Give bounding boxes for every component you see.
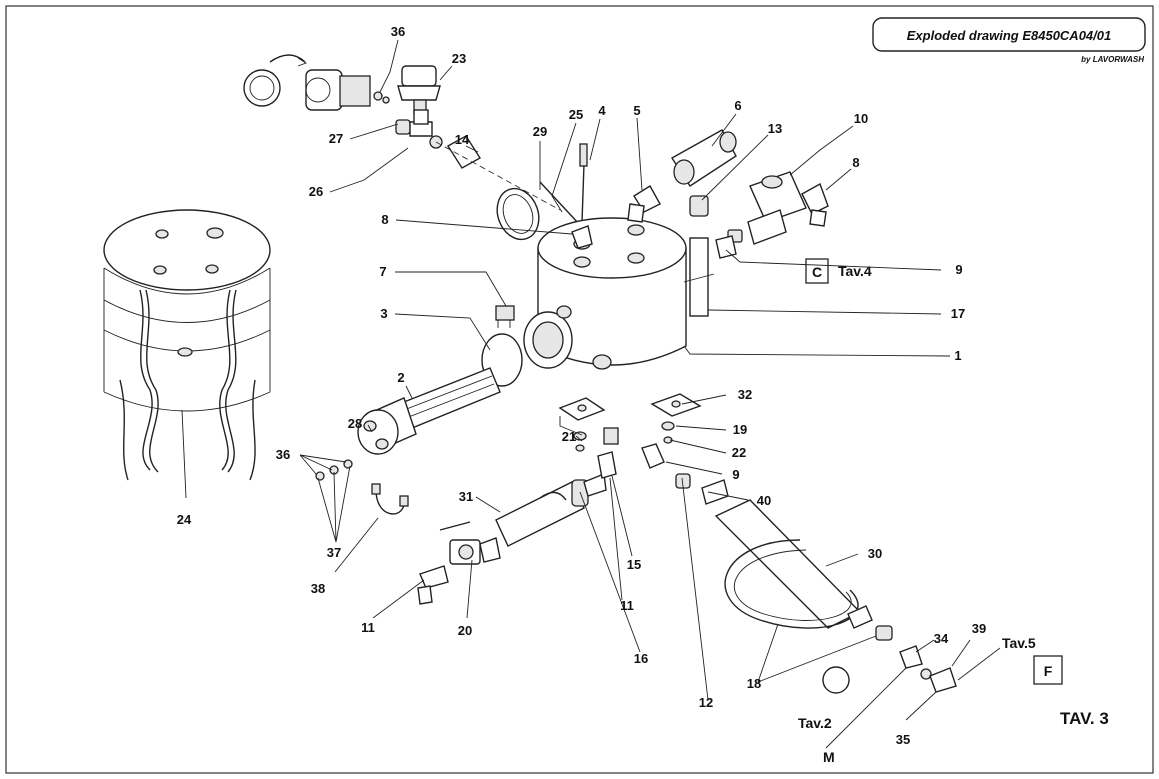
part-8-elbow [801, 182, 829, 227]
part-32-plate [650, 393, 702, 444]
callout-9-upper: 9 [955, 262, 962, 277]
callout-27: 27 [329, 131, 343, 146]
callout-21: 21 [562, 429, 576, 444]
callout-38: 38 [311, 581, 325, 596]
callout-36: 36 [391, 24, 405, 39]
callout-32: 32 [738, 387, 752, 402]
callout-8-upper: 8 [852, 155, 859, 170]
callout-17: 17 [951, 306, 965, 321]
callout-22: 22 [732, 445, 746, 460]
part-24-basket [103, 209, 271, 481]
part-6-valve [671, 129, 737, 187]
drawing-title: Exploded drawing E8450CA04/01 [907, 28, 1111, 43]
gauge-assembly [243, 54, 561, 211]
callout-30: 30 [868, 546, 882, 561]
callout-28: 28 [348, 416, 362, 431]
part-7-bracket [495, 305, 515, 328]
callout-10: 10 [854, 111, 868, 126]
callout-2: 2 [397, 370, 404, 385]
callout-15: 15 [627, 557, 641, 572]
callout-39: 39 [972, 621, 986, 636]
title-box [872, 17, 1146, 52]
callout-29: 29 [533, 124, 547, 139]
part-10-solenoid [715, 171, 807, 259]
callout-24: 24 [177, 512, 192, 527]
callout-numbers: 36 23 4 5 6 13 10 8 27 14 29 25 26 8 9 7… [177, 24, 986, 747]
ref-tav2: Tav.2 [798, 715, 832, 731]
callout-11-left: 11 [361, 620, 375, 635]
part-11-fitting [417, 565, 449, 605]
part-21-plate [558, 397, 606, 452]
callout-37: 37 [327, 545, 341, 560]
part-ball [822, 666, 850, 694]
ref-box-c-label: C [812, 264, 822, 280]
callout-26: 26 [309, 184, 323, 199]
part-20-valve [439, 521, 501, 565]
callout-40: 40 [757, 493, 771, 508]
callout-8-lower: 8 [381, 212, 388, 227]
title-block: Exploded drawing E8450CA04/01 by LAVORWA… [872, 17, 1146, 64]
leader-lines [181, 39, 1001, 749]
callout-12: 12 [699, 695, 713, 710]
callout-13: 13 [768, 121, 782, 136]
callout-3: 3 [380, 306, 387, 321]
boiler-body [523, 217, 687, 370]
callout-9-lower: 9 [732, 467, 739, 482]
callout-16: 16 [634, 651, 648, 666]
callout-11-right: 11 [620, 598, 634, 613]
callout-4: 4 [598, 103, 606, 118]
callout-31: 31 [459, 489, 473, 504]
ref-tav4: Tav.4 [838, 263, 872, 279]
callout-34: 34 [934, 631, 949, 646]
ref-m: M [823, 749, 835, 765]
part-38-wire [371, 483, 409, 515]
callout-5: 5 [633, 103, 640, 118]
callout-1: 1 [954, 348, 961, 363]
part-2-heater [357, 367, 501, 455]
part-9-fitting [641, 443, 665, 469]
part-31-pipe [495, 473, 607, 547]
callout-23: 23 [452, 51, 466, 66]
part-5-elbow [627, 185, 661, 223]
part-17-tube [683, 237, 715, 317]
part-15-11-fittings [597, 427, 619, 479]
callout-19: 19 [733, 422, 747, 437]
callout-18: 18 [747, 676, 761, 691]
part-34-39-35-fittings [822, 645, 957, 694]
callout-7: 7 [379, 264, 386, 279]
part-30-hose [714, 499, 893, 641]
sheet-label: TAV. 3 [1060, 709, 1109, 728]
ref-box-f-label: F [1044, 663, 1053, 679]
ref-box-f [1033, 655, 1063, 685]
callout-35: 35 [896, 732, 910, 747]
callout-20: 20 [458, 623, 472, 638]
callout-6: 6 [734, 98, 741, 113]
ref-tav5: Tav.5 [1002, 635, 1036, 651]
part-13-nut [689, 195, 709, 217]
callout-14: 14 [455, 132, 470, 147]
drawing-byline: by LAVORWASH [1081, 55, 1144, 64]
callout-25: 25 [569, 107, 583, 122]
sheet-frame [5, 5, 1154, 774]
part-40-fitting [675, 473, 729, 505]
callout-36-lower: 36 [276, 447, 290, 462]
